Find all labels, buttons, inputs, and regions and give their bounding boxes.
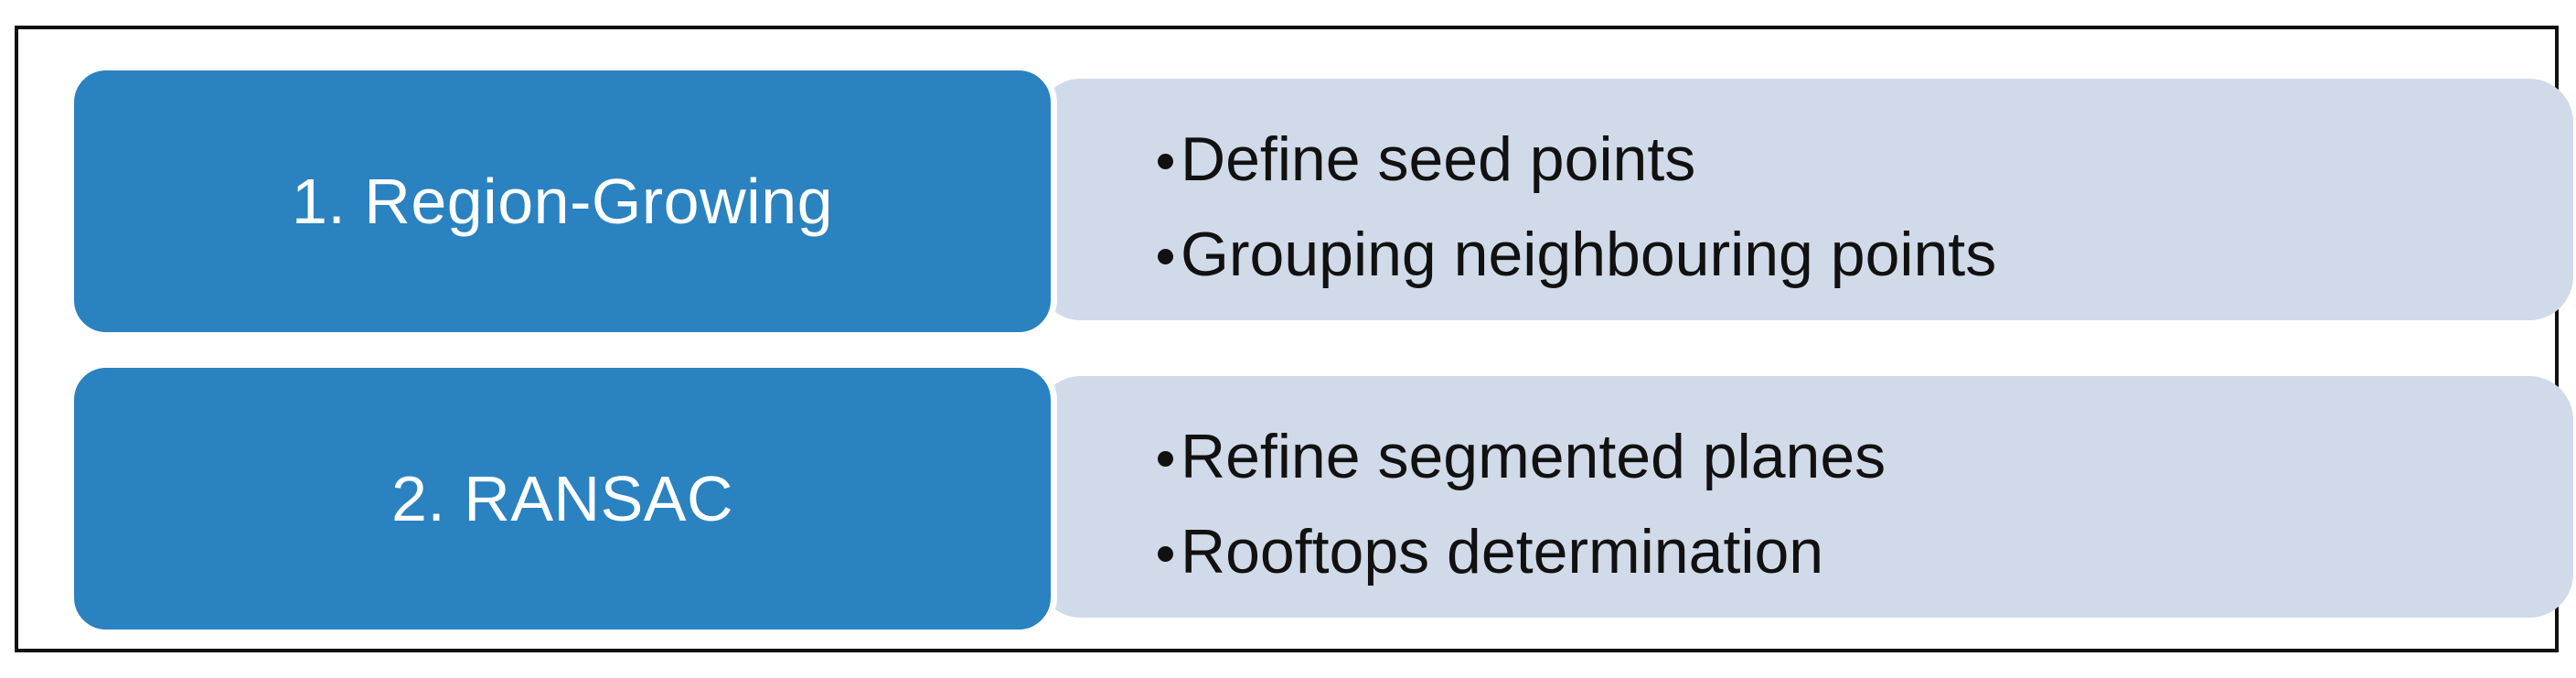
step-1-bullet-1: Define seed points — [1158, 112, 2573, 207]
step-2-box: 2. RANSAC — [69, 363, 1055, 634]
bullet-text: Grouping neighbouring points — [1181, 220, 1997, 289]
bullet-dot-icon — [1158, 153, 1173, 169]
step-2-label: 2. RANSAC — [390, 463, 734, 534]
bullet-dot-icon — [1158, 248, 1173, 264]
bullet-text: Refine segmented planes — [1181, 422, 1887, 491]
step-1-details: Define seed points Grouping neighbouring… — [1037, 79, 2573, 320]
bullet-text: Rooftops determination — [1181, 517, 1824, 587]
bullet-dot-icon — [1158, 545, 1173, 562]
step-2-bullet-1: Refine segmented planes — [1158, 409, 2573, 504]
step-2-bullet-2: Rooftops determination — [1158, 504, 2573, 599]
step-row-1: Define seed points Grouping neighbouring… — [69, 66, 2573, 337]
step-2-bullet-list: Refine segmented planes Rooftops determi… — [1158, 409, 2573, 599]
step-1-box: 1. Region-Growing — [69, 66, 1055, 337]
step-2-details: Refine segmented planes Rooftops determi… — [1037, 376, 2573, 618]
bullet-dot-icon — [1158, 450, 1173, 467]
step-1-bullet-2: Grouping neighbouring points — [1158, 207, 2573, 302]
bullet-text: Define seed points — [1181, 124, 1696, 194]
step-row-2: Refine segmented planes Rooftops determi… — [69, 363, 2573, 634]
diagram-frame: Define seed points Grouping neighbouring… — [15, 26, 2573, 652]
step-1-label: 1. Region-Growing — [291, 166, 834, 237]
step-1-bullet-list: Define seed points Grouping neighbouring… — [1158, 112, 2573, 302]
